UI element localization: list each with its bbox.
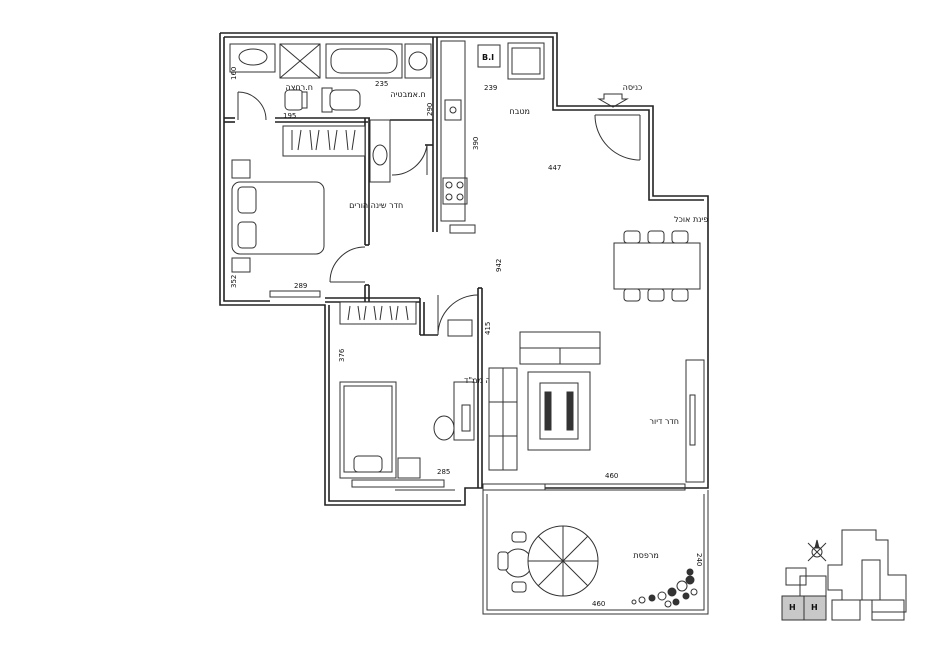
dim-376: 376 <box>338 348 346 362</box>
plants-icon <box>631 568 698 608</box>
kitchen-sink <box>444 99 462 121</box>
dim-160: 160 <box>230 67 238 80</box>
unit-highlight <box>803 595 827 621</box>
umbrella-icon <box>527 525 599 597</box>
balcony: מרפסת 240 460 <box>482 490 709 615</box>
room-label-living: חדר דיור <box>650 417 680 426</box>
dining-table <box>613 242 701 290</box>
desk <box>453 381 475 441</box>
oven-label: B.I <box>482 53 494 62</box>
balcony-chair <box>497 551 509 571</box>
vanity-sink <box>369 119 391 183</box>
dim-390: 390 <box>472 137 480 150</box>
balcony-chair <box>511 531 527 543</box>
room-label-dining: פינת אוכל <box>674 215 708 224</box>
exterior-walls <box>219 32 709 506</box>
dim-460-balcony: 460 <box>592 600 605 608</box>
dim-415: 415 <box>484 322 492 335</box>
window-safe-room <box>351 479 445 488</box>
guest-toilet-room: ח.רחצה 160 195 <box>229 43 313 121</box>
window-parents <box>269 290 321 298</box>
entrance-label: כניסה <box>623 83 643 92</box>
nightstand <box>231 159 251 179</box>
refrigerator <box>507 42 545 80</box>
safe-room-bedroom: חדר שינה ממ"ד 376 285 415 <box>338 294 518 491</box>
dining-chair <box>623 288 641 302</box>
dim-447: 447 <box>548 164 561 172</box>
living-room: חדר דיור 460 <box>482 331 705 491</box>
dim-460-living: 460 <box>605 472 618 480</box>
parents-bedroom: חדר שינה הורים 352 289 <box>230 119 428 298</box>
kitchen: B.I מטבח 239 390 <box>440 40 545 234</box>
sliding-door <box>482 483 546 491</box>
dim-290: 290 <box>426 103 434 116</box>
desk-chair <box>433 415 455 441</box>
toilet-icon-2 <box>329 89 361 111</box>
dim-289: 289 <box>294 282 307 290</box>
entrance-arrow-icon <box>597 93 629 108</box>
cooktop <box>442 177 468 205</box>
window-kitchen <box>449 224 476 234</box>
double-bed <box>231 181 325 255</box>
dining-chair <box>647 230 665 244</box>
entrance: כניסה 447 942 <box>495 83 642 272</box>
tv-icon <box>689 394 696 446</box>
nightstand-2 <box>231 257 251 273</box>
balcony-chair <box>511 581 527 593</box>
dining-chair <box>671 230 689 244</box>
dining-chair <box>623 230 641 244</box>
room-label-balcony: מרפסת <box>633 551 658 560</box>
nightstand-3 <box>397 457 421 479</box>
vent-icon <box>447 319 473 337</box>
dining-chair <box>671 288 689 302</box>
single-bed <box>339 381 397 479</box>
key-plan-mark: H <box>789 603 796 612</box>
wardrobe <box>282 125 366 157</box>
toilet-icon <box>284 89 304 111</box>
dim-235: 235 <box>375 80 388 88</box>
key-plan-mark: H <box>811 603 818 612</box>
wardrobe-2 <box>339 301 417 325</box>
master-bath-room: ח.אמבטיה 235 290 <box>279 43 434 116</box>
key-plan: H H <box>781 529 907 621</box>
dining-area: פינת אוכל <box>613 215 708 302</box>
dim-352: 352 <box>230 275 238 288</box>
oven-box <box>477 44 501 68</box>
dining-chair <box>647 288 665 302</box>
window-living <box>544 483 686 491</box>
compass-icon <box>807 539 827 562</box>
dim-240: 240 <box>695 553 703 566</box>
dim-285: 285 <box>437 468 450 476</box>
dim-195: 195 <box>283 112 296 120</box>
dim-942: 942 <box>495 259 503 272</box>
room-label-guest-toilet: ח.רחצה <box>285 83 312 92</box>
room-label-parents-bedroom: חדר שינה הורים <box>349 201 403 210</box>
room-label-kitchen: מטבח <box>509 107 529 116</box>
room-label-master-bath: ח.אמבטיה <box>390 90 425 99</box>
dim-239: 239 <box>484 84 497 92</box>
